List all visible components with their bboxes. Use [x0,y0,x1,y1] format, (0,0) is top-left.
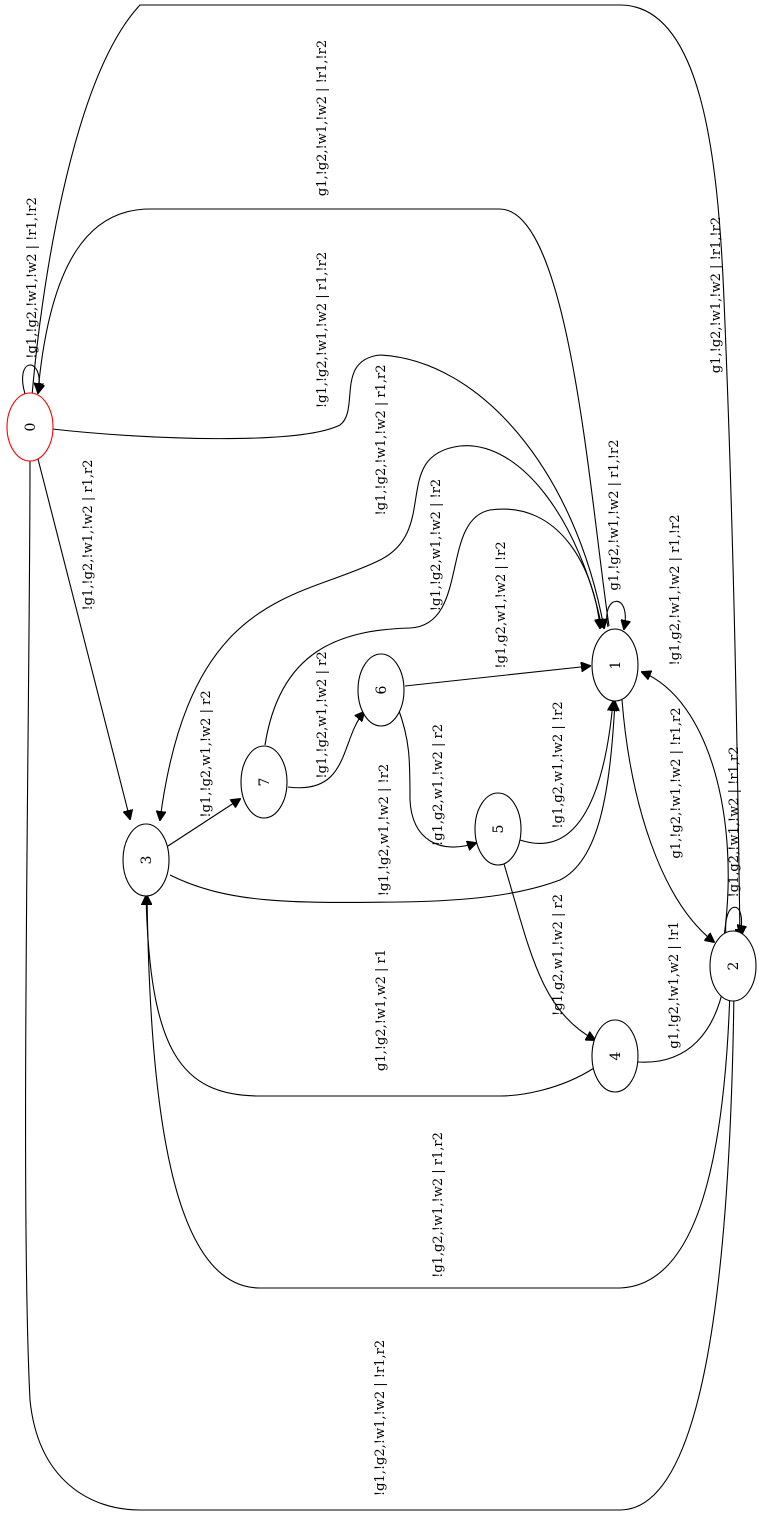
edge-0-to-3-line [37,458,130,819]
node-1-ellipse [591,628,639,702]
node-5-label: 5 [491,825,507,834]
edge-7-to-1-line [264,508,600,746]
node-7-label: 7 [257,778,273,787]
node-2-label: 2 [726,962,742,971]
edge-2-to-3: !g1,g2,!w1,!w2 | r1,r2 [147,896,731,1289]
edge-0-to-1: !g1,!g2,!w1,!w2 | r1,!r2 [51,252,604,628]
edge-4-to-2: g1,!g2,!w1,w2 | !r1 [637,921,724,1063]
edge-0-to-2-top: g1,!g2,!w1,!w2 | !r1,!r2 [31,4,740,938]
edge-0-to-2-top-label: g1,!g2,!w1,!w2 | !r1,!r2 [709,217,724,373]
node-4-label: 4 [608,1051,624,1060]
node-1: 1 [591,628,639,702]
node-0-ellipse [6,392,54,462]
edge-5-to-1-line [519,702,613,844]
node-3: 3 [122,823,170,897]
edge-0-to-2-bottom-label: !g1,!g2,!w1,!w2 | !r1,r2 [373,1340,388,1496]
edge-3-to-1-line [169,702,615,904]
node-0-label: 0 [23,423,39,432]
edge-6-to-5-label: !g1,g2,w1,!w2 | r2 [431,724,446,846]
edge-2-to-1-label: !g1,g2,!w1,!w2 | r1,!r2 [668,514,683,665]
edge-7-to-6-label: !g1,!g2,w1,!w2 | r2 [315,651,330,778]
edge-2-to-1: !g1,g2,!w1,!w2 | r1,!r2 [642,514,729,938]
edge-5-to-4: !g1,g2,w1,!w2 | r2 [503,863,595,1040]
node-3-ellipse [122,823,170,897]
edge-3-to-1: !g1,!g2,w1,!w2 | !r2 [169,702,615,904]
edge-0-to-2-bottom-line [25,459,734,1511]
edge-7-to-6: !g1,!g2,w1,!w2 | r2 [287,651,364,789]
edge-5-to-1-label: !g1,g2,w1,!w2 | !r2 [551,701,566,828]
edge-4-to-2-label: g1,!g2,!w1,w2 | !r1 [667,921,682,1048]
edge-7-to-6-line [287,712,364,789]
edge-7-to-1-label: !g1,!g2,w1,!w2 | !r2 [429,479,444,611]
edge-0-to-3-label: !g1,!g2,!w1,!w2 | r1,r2 [81,459,96,610]
edge-0-to-0-line [22,364,40,398]
edge-0-to-3: !g1,!g2,!w1,!w2 | r1,r2 [37,458,130,819]
node-6-label: 6 [374,685,390,694]
edge-4-to-3-label: g1,!g2,!w1,w2 | r1 [374,949,389,1071]
node-2-ellipse [709,930,757,1002]
edge-1-to-3: !g1,!g2,!w1,!w2 | r1,r2 [160,364,603,820]
edge-6-to-5-line [397,707,476,847]
nodes: 0 1 2 3 4 5 6 7 [6,392,757,1093]
edge-0-to-0: !g1,!g2,!w1,!w2 | !r1,!r2 [22,197,40,398]
edge-3-to-1-label: !g1,!g2,w1,!w2 | !r2 [377,764,392,896]
edge-6-to-1: !g1,g2,w1,!w2 | !r2 [404,541,590,687]
edge-0-to-0-label: !g1,!g2,!w1,!w2 | !r1,!r2 [25,197,40,358]
edge-4-to-2-line [637,985,724,1063]
edge-1-to-3-label: !g1,!g2,!w1,!w2 | r1,r2 [374,364,389,515]
node-7-ellipse [240,745,288,819]
node-4: 4 [591,1019,639,1093]
edge-2-to-3-line [147,896,731,1289]
edge-1-to-0-line [38,208,610,627]
edge-3-to-7-line [167,799,240,847]
edge-3-to-7-label: !g1,!g2,w1,!w2 | r2 [199,690,214,817]
edge-1-to-1-line [606,600,626,629]
node-1-label: 1 [608,661,624,670]
edge-1-to-2-line [621,699,714,942]
edge-0-to-2-bottom: !g1,!g2,!w1,!w2 | !r1,r2 [25,459,734,1511]
node-6: 6 [357,653,405,727]
node-6-ellipse [357,653,405,727]
node-0: 0 [6,392,54,462]
node-7: 7 [240,745,288,819]
node-5: 5 [474,792,522,866]
edge-0-to-2-top-line [31,4,740,938]
edge-4-to-3-line [146,896,595,1097]
edge-5-to-4-line [503,863,595,1040]
edge-1-to-3-line [160,445,603,820]
edge-7-to-1: !g1,!g2,w1,!w2 | !r2 [264,479,600,746]
edge-1-to-2: g1,!g2,!w1,!w2 | !r1,r2 [621,699,714,942]
edge-3-to-7: !g1,!g2,w1,!w2 | r2 [167,690,240,847]
node-2: 2 [709,930,757,1002]
edge-6-to-1-label: !g1,g2,w1,!w2 | !r2 [494,541,509,668]
edge-5-to-4-label: !g1,g2,w1,!w2 | r2 [551,894,566,1016]
edge-6-to-5: !g1,g2,w1,!w2 | r2 [397,707,476,847]
node-4-ellipse [591,1019,639,1093]
edge-2-to-1-line [642,672,729,938]
edges: !g1,!g2,!w1,!w2 | !r1,!r2 g1,!g2,!w1,!w2… [22,4,742,1511]
node-3-label: 3 [139,856,155,865]
edge-2-to-3-label: !g1,g2,!w1,!w2 | r1,r2 [431,1132,446,1278]
edge-2-to-2-line [725,906,742,936]
edge-2-to-2: !g1,g2,!w1,!w2 | !r1,r2 [725,746,742,936]
edge-1-to-2-label: g1,!g2,!w1,!w2 | !r1,r2 [669,707,684,858]
edge-1-to-0-label: g1,!g2,!w1,!w2 | !r1,!r2 [315,40,330,196]
edge-5-to-1: !g1,g2,w1,!w2 | !r2 [519,701,613,844]
edge-0-to-1-label: !g1,!g2,!w1,!w2 | r1,!r2 [315,252,330,408]
edge-1-to-1: g1,!g2,!w1,!w2 | r1,!r2 [606,439,626,629]
edge-6-to-1-line [404,666,590,687]
edge-2-to-2-label: !g1,g2,!w1,!w2 | !r1,r2 [727,746,742,897]
node-5-ellipse [474,792,522,866]
edge-1-to-1-label: g1,!g2,!w1,!w2 | r1,!r2 [607,439,622,590]
edge-4-to-3: g1,!g2,!w1,w2 | r1 [146,896,595,1097]
edge-0-to-1-line [51,354,604,628]
edge-1-to-0: g1,!g2,!w1,!w2 | !r1,!r2 [38,40,610,627]
